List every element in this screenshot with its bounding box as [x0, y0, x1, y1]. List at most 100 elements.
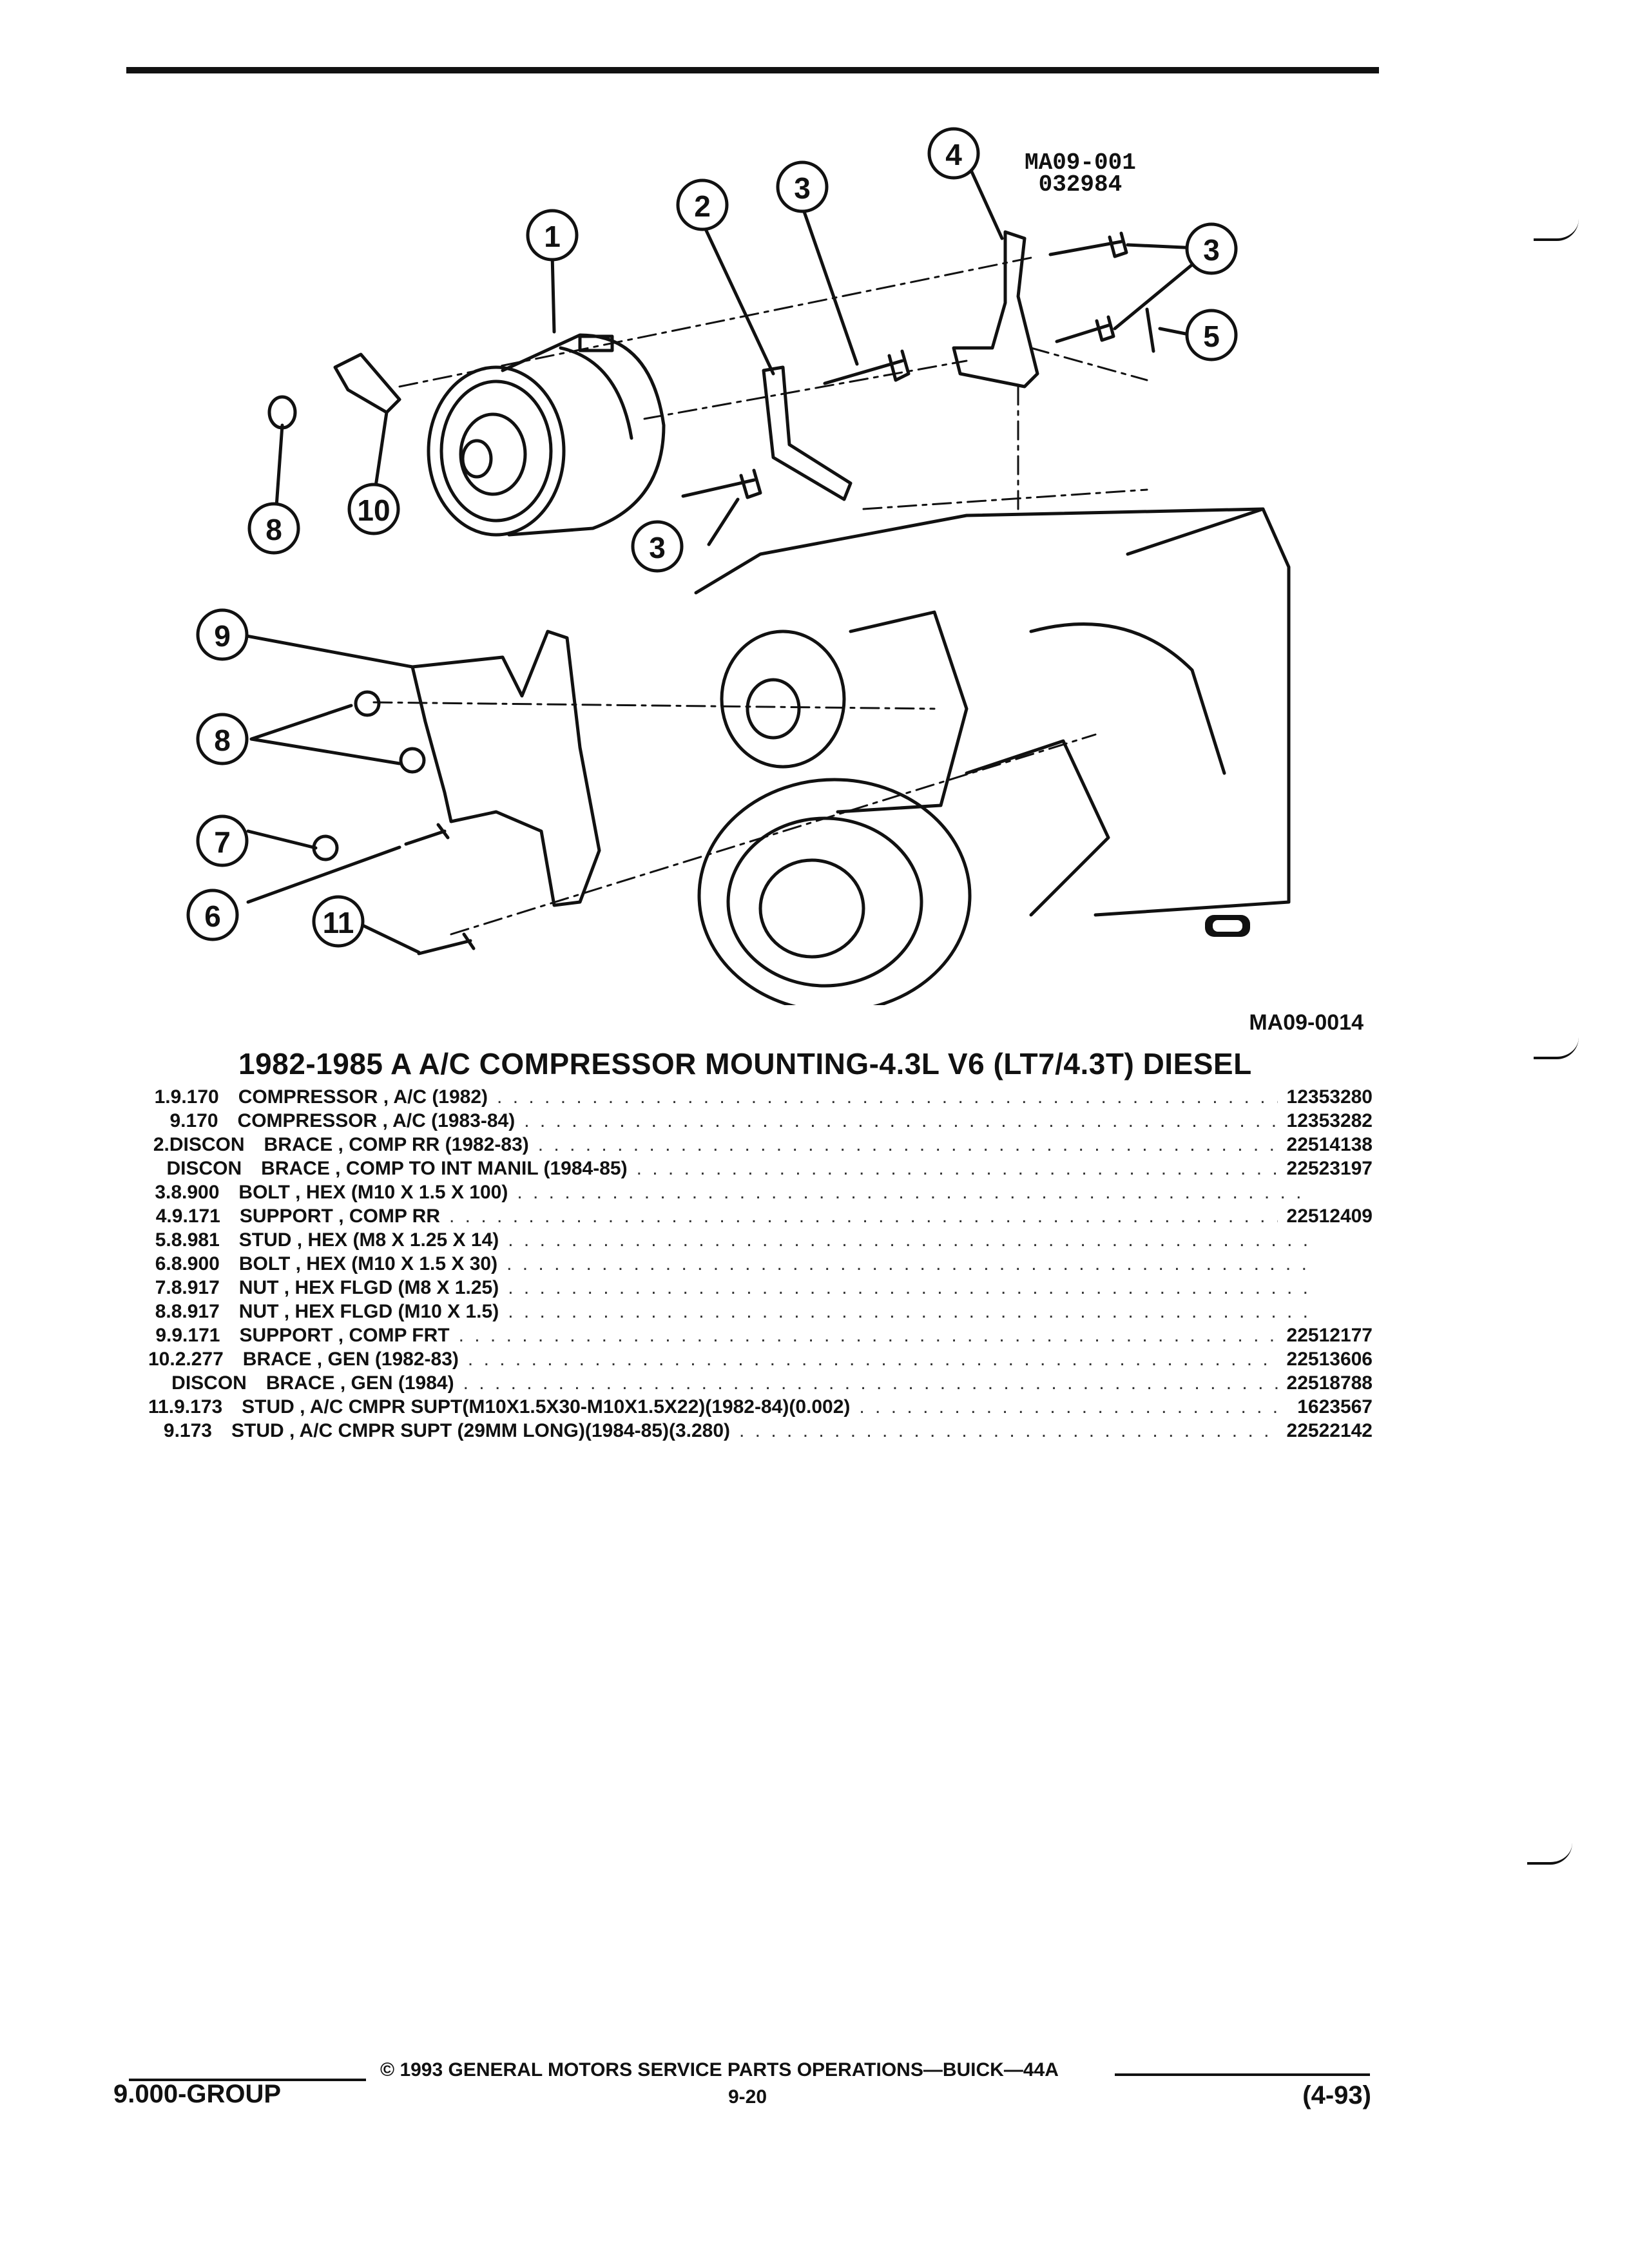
footer-rule-left: [129, 2079, 366, 2081]
part-group-code: 9.173: [163, 1420, 212, 1441]
svg-text:2: 2: [694, 189, 711, 223]
part-description: COMPRESSOR , A/C (1983-84): [237, 1110, 516, 1131]
part-number: 22512409: [1286, 1206, 1373, 1227]
part-group-code: 9.170: [169, 1110, 218, 1131]
dot-leader: [637, 1157, 1278, 1180]
footer-date: (4-93): [1302, 2081, 1371, 2109]
callout-3: 3: [776, 160, 829, 213]
top-rule: [126, 67, 1379, 73]
svg-text:3: 3: [1203, 233, 1220, 267]
footer-group: 9.000-GROUP: [113, 2080, 282, 2108]
part-group-code: 8.900: [171, 1253, 220, 1274]
part-group-code: 2.277: [175, 1349, 224, 1370]
part-item-number: 2.: [153, 1134, 169, 1155]
part-group-code: DISCON: [169, 1134, 245, 1155]
figure-code-line2: 032984: [1038, 171, 1123, 198]
callout-1: 1: [526, 209, 579, 262]
part-description: NUT , HEX FLGD (M10 X 1.5): [238, 1301, 499, 1322]
dot-leader: [517, 1180, 1313, 1204]
binder-mark: [1534, 219, 1579, 241]
part-item-number: 7.: [155, 1277, 171, 1298]
callout-8: 8: [247, 502, 300, 555]
support-9-drawing: [410, 629, 601, 907]
part-group-code: 9.170: [170, 1086, 219, 1108]
part-item-number: 3.: [155, 1182, 171, 1203]
svg-text:8: 8: [214, 724, 231, 757]
part-description: NUT , HEX FLGD (M8 X 1.25): [238, 1277, 499, 1298]
brace-10-drawing: [333, 352, 401, 414]
parts-row: 9.170 COMPRESSOR , A/C (1983-84) 12353282: [148, 1109, 1373, 1133]
brace-2-drawing: [762, 365, 853, 501]
parts-row: 5.8.981 STUD , HEX (M8 X 1.25 X 14): [148, 1228, 1373, 1252]
compressor-drawing: [427, 333, 666, 537]
callout-9: 9: [196, 608, 249, 661]
part-item-number: 10.: [148, 1349, 175, 1370]
part-number: 12353282: [1286, 1110, 1373, 1131]
page-title: 1982-1985 A A/C COMPRESSOR MOUNTING-4.3L…: [238, 1047, 1252, 1081]
dot-leader: [508, 1228, 1312, 1252]
footer-copyright: © 1993 GENERAL MOTORS SERVICE PARTS OPER…: [380, 2059, 1059, 2081]
bolt-3-right-drawing: [1048, 231, 1128, 343]
part-number: [1322, 1252, 1373, 1276]
part-description: STUD , A/C CMPR SUPT(M10X1.5X30-M10X1.5X…: [242, 1396, 851, 1418]
part-group-code: 9.173: [174, 1396, 223, 1418]
figure-code-line1: MA09-001: [1025, 149, 1136, 176]
svg-text:7: 7: [214, 825, 231, 859]
svg-text:5: 5: [1203, 320, 1220, 353]
part-description: STUD , HEX (M8 X 1.25 X 14): [238, 1229, 499, 1251]
parts-row: 11.9.173 STUD , A/C CMPR SUPT(M10X1.5X30-…: [148, 1395, 1373, 1419]
part-number: 22512177: [1286, 1325, 1373, 1346]
part-description: BRACE , GEN (1982-83): [242, 1349, 459, 1370]
callout-7: 7: [196, 814, 249, 867]
callout-6: 6: [186, 889, 239, 941]
part-number: 22523197: [1286, 1158, 1373, 1179]
part-description: BOLT , HEX (M10 X 1.5 X 30): [238, 1253, 498, 1274]
part-description: SUPPORT , COMP FRT: [239, 1325, 450, 1346]
svg-text:1: 1: [544, 220, 561, 253]
part-number: 22518788: [1286, 1372, 1373, 1394]
part-number: [1322, 1276, 1373, 1300]
part-group-code: 9.171: [171, 1325, 220, 1346]
dot-leader: [497, 1085, 1277, 1109]
part-item-number: 5.: [155, 1229, 171, 1251]
callout-8: 8: [196, 713, 249, 765]
part-group-code: 8.900: [171, 1182, 220, 1203]
gc-mark-icon: [1205, 915, 1250, 937]
part-group-code: 9.171: [171, 1206, 220, 1227]
part-description: BOLT , HEX (M10 X 1.5 X 100): [238, 1182, 508, 1203]
svg-text:8: 8: [265, 513, 282, 546]
dot-leader: [859, 1395, 1288, 1419]
part-number: 22514138: [1286, 1134, 1373, 1155]
callout-3: 3: [1185, 222, 1238, 275]
part-number: 1623567: [1297, 1396, 1373, 1418]
part-description: BRACE , GEN (1984): [265, 1372, 454, 1394]
binder-mark: [1534, 1037, 1579, 1059]
part-item-number: [148, 1157, 166, 1180]
part-number: [1322, 1300, 1373, 1323]
callout-5: 5: [1185, 309, 1238, 361]
dot-leader: [508, 1300, 1312, 1323]
svg-text:11: 11: [323, 906, 354, 939]
part-item-number: 1.: [154, 1086, 171, 1108]
dot-leader: [463, 1371, 1278, 1395]
part-number: 22513606: [1286, 1349, 1373, 1370]
parts-row: 9.173 STUD , A/C CMPR SUPT (29MM LONG)(19…: [148, 1419, 1373, 1443]
part-description: BRACE , COMP RR (1982-83): [264, 1134, 529, 1155]
svg-text:3: 3: [649, 531, 666, 564]
part-group-code: 8.981: [171, 1229, 220, 1251]
callout-2: 2: [676, 178, 729, 231]
part-item-number: 11.: [148, 1396, 175, 1418]
part-number: 22522142: [1286, 1420, 1373, 1441]
part-number: [1322, 1180, 1373, 1204]
part-description: STUD , A/C CMPR SUPT (29MM LONG)(1984-85…: [231, 1420, 731, 1441]
figure-reference: MA09-0014: [1249, 1010, 1364, 1035]
binder-mark: [1527, 1843, 1572, 1865]
figure-code: MA09-001 032984: [1025, 149, 1136, 198]
